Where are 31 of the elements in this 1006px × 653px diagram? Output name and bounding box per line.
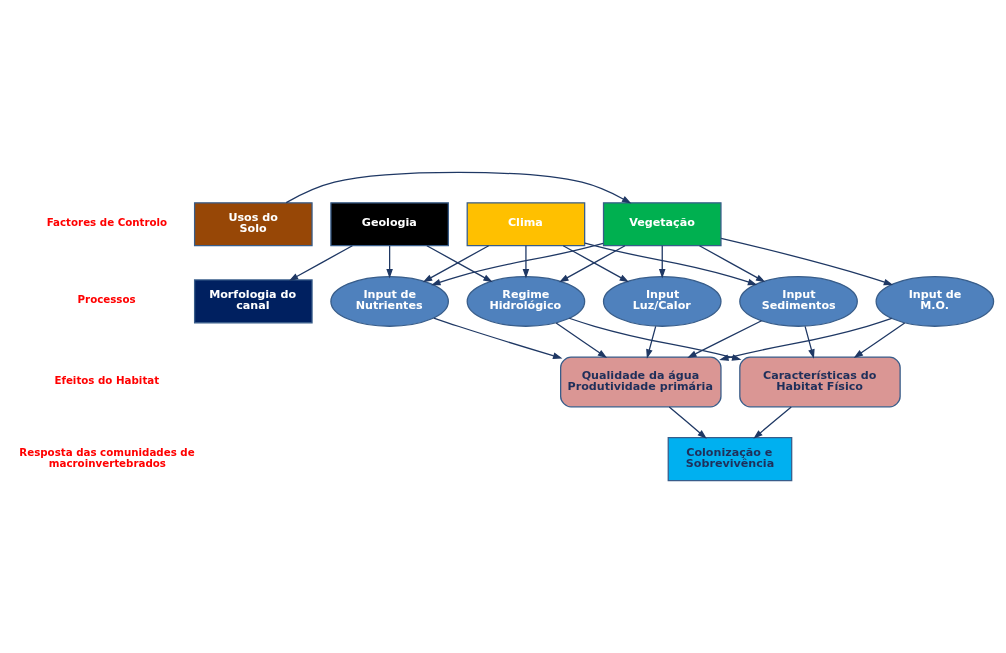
node-box: Vegetação [602,202,722,247]
node-box: Usos do Solo [193,202,313,247]
node-box: Geologia [330,202,449,247]
node-box: Qualidade da água Produtividade primária [560,356,722,408]
arrow [804,325,815,359]
arrow [584,242,758,286]
arrow [853,322,906,358]
node-box: Características do Habitat Físico [739,356,901,408]
label: Resposta das comunidades de macroinvertebrados [19,446,195,469]
arrow [522,245,530,279]
arrow [719,317,893,361]
label: Efeitos do Habitat [54,373,160,386]
arrow [753,406,792,439]
arrow [431,242,604,286]
arrow [720,237,894,286]
arrow [646,325,657,359]
arrow [285,171,632,204]
label: Factores de Controlo [46,216,168,229]
node-box: Morfologia do canal [193,279,313,324]
node-box: Clima [466,202,586,247]
arrow [568,317,742,361]
arrow [433,317,563,359]
arrow [288,245,354,281]
arrow [687,320,763,358]
arrow [658,245,666,279]
arrow [555,322,608,358]
label: Processos [77,293,136,306]
arrow [386,245,393,279]
node-box: Colonização e Sobrevivência [667,437,793,482]
arrow [668,406,707,439]
arrow [698,245,766,283]
